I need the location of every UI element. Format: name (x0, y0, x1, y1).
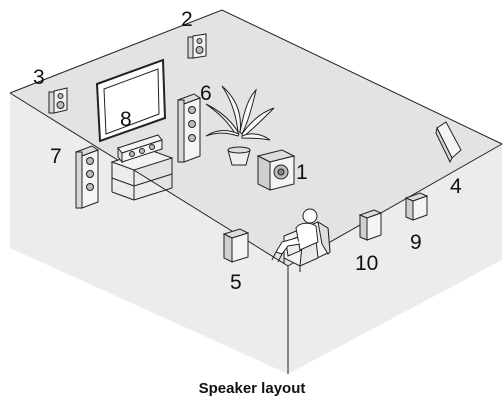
label-7: 7 (50, 145, 62, 168)
plant-icon (205, 85, 275, 166)
label-9: 9 (410, 231, 422, 254)
speaker-5-icon (222, 228, 250, 263)
wall-edge-top (9, 9, 503, 145)
speaker-3-icon (48, 87, 68, 114)
speaker-10-icon (358, 209, 383, 241)
speaker-2-icon (187, 33, 207, 59)
label-3: 3 (33, 66, 45, 89)
speaker-labels: 1 2 3 4 5 6 7 8 9 10 (33, 8, 462, 294)
tv-screen (95, 58, 167, 143)
subwoofer-icon (256, 149, 296, 191)
front-left-speaker-icon (74, 145, 100, 209)
label-4: 4 (450, 175, 462, 198)
label-10: 10 (355, 252, 378, 275)
listener-armchair-icon (271, 208, 331, 272)
center-speaker-icon (117, 134, 163, 164)
label-5: 5 (230, 271, 242, 294)
diagram-caption: Speaker layout (198, 380, 306, 397)
label-6: 6 (200, 82, 212, 105)
label-2: 2 (181, 8, 193, 31)
speaker-4-icon (435, 121, 462, 164)
front-right-speaker-icon (176, 93, 202, 163)
label-8: 8 (120, 108, 132, 131)
speaker-9-icon (404, 192, 429, 221)
tv-rack (110, 149, 174, 201)
label-1: 1 (296, 161, 308, 184)
floor (10, 93, 502, 374)
